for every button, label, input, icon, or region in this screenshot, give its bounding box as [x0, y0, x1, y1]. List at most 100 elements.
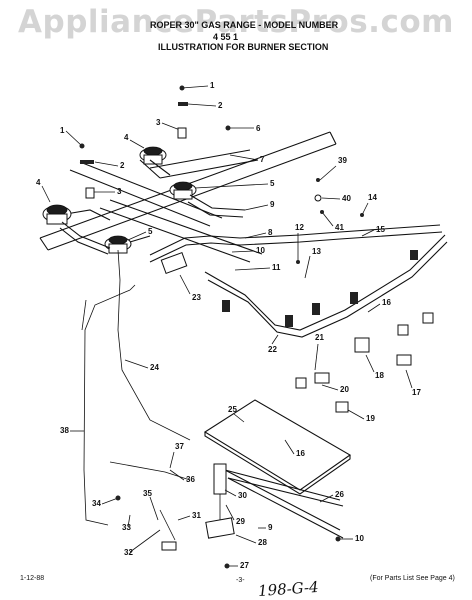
callout-6: 6 [230, 124, 261, 133]
callout-17: 17 [405, 369, 421, 397]
svg-text:20: 20 [340, 385, 349, 394]
svg-text:30: 30 [238, 491, 247, 500]
callout-5a: 5 [194, 179, 275, 189]
svg-text:16: 16 [382, 298, 391, 307]
svg-text:37: 37 [175, 442, 184, 451]
svg-text:4: 4 [36, 178, 41, 187]
svg-text:7: 7 [260, 155, 265, 164]
callout-36: 36 [169, 469, 195, 484]
svg-text:3: 3 [117, 187, 122, 196]
callout-39: 39 [319, 156, 347, 181]
svg-text:2: 2 [218, 101, 223, 110]
callouts: 1 2 3 4 5 6 7 9 1 2 3 4 5 8 10 11 12 13 … [36, 81, 421, 570]
callout-11: 11 [234, 263, 281, 272]
burner-heads [42, 146, 197, 254]
svg-text:3: 3 [156, 118, 161, 127]
svg-text:1: 1 [60, 126, 65, 135]
burner-head-left [42, 204, 72, 225]
svg-text:36: 36 [186, 475, 195, 484]
callout-14: 14 [361, 193, 377, 216]
callout-1a: 1 [181, 81, 215, 90]
callout-37: 37 [169, 442, 184, 469]
svg-text:9: 9 [270, 200, 275, 209]
callout-9a: 9 [244, 200, 275, 211]
callout-29: 29 [225, 504, 245, 526]
svg-text:39: 39 [338, 156, 347, 165]
svg-text:21: 21 [315, 333, 324, 342]
diagram-title: ROPER 30" GAS RANGE - MODEL NUMBER [150, 20, 339, 30]
callout-3b: 3 [92, 187, 122, 196]
svg-text:1: 1 [210, 81, 215, 90]
callout-41: 41 [321, 211, 344, 232]
svg-text:4: 4 [124, 133, 129, 142]
svg-text:27: 27 [240, 561, 249, 570]
svg-text:35: 35 [143, 489, 152, 498]
burner-tubes [59, 159, 246, 255]
callout-10b: 10 [340, 534, 364, 543]
svg-text:40: 40 [342, 194, 351, 203]
callout-16: 16 [367, 298, 391, 313]
svg-text:24: 24 [150, 363, 159, 372]
gas-valves [295, 312, 434, 413]
callout-35: 35 [143, 489, 159, 521]
svg-text:25: 25 [228, 405, 237, 414]
callout-33: 33 [122, 514, 131, 532]
callout-4b: 4 [36, 178, 51, 203]
callout-2b: 2 [94, 161, 125, 170]
svg-text:9: 9 [268, 523, 273, 532]
callout-5b: 5 [127, 227, 153, 241]
callout-30: 30 [224, 489, 247, 500]
svg-text:10: 10 [355, 534, 364, 543]
callout-12: 12 [295, 223, 304, 262]
callout-31: 31 [177, 511, 201, 521]
callout-8: 8 [244, 228, 273, 239]
callout-15: 15 [361, 225, 385, 237]
svg-text:38: 38 [60, 426, 69, 435]
callout-4a: 4 [124, 133, 145, 149]
svg-text:13: 13 [312, 247, 321, 256]
callout-26: 26 [319, 490, 344, 503]
svg-text:15: 15 [376, 225, 385, 234]
svg-text:2: 2 [120, 161, 125, 170]
callout-34: 34 [92, 497, 119, 508]
svg-text:19: 19 [366, 414, 375, 423]
svg-text:23: 23 [192, 293, 201, 302]
model-number: 4 55 1 [213, 32, 239, 42]
callout-10a: 10 [231, 246, 265, 255]
callout-19: 19 [347, 409, 375, 423]
callout-40: 40 [321, 194, 351, 203]
footer-parts-list-note: (For Parts List See Page 4) [370, 575, 455, 582]
callout-22: 22 [268, 334, 279, 354]
burner-head-rear-left [139, 146, 167, 165]
callout-2a: 2 [187, 101, 223, 110]
callout-24: 24 [124, 359, 159, 372]
svg-text:14: 14 [368, 193, 377, 202]
svg-text:17: 17 [412, 388, 421, 397]
oven-burner [203, 399, 352, 539]
burner-head-rear-right [169, 181, 197, 200]
callout-9b: 9 [258, 523, 273, 532]
hardware-parts [79, 85, 364, 569]
callout-16b: 16 [284, 439, 305, 458]
svg-text:33: 33 [122, 523, 131, 532]
svg-text:5: 5 [148, 227, 153, 236]
svg-text:10: 10 [256, 246, 265, 255]
callout-21: 21 [314, 333, 324, 371]
svg-text:41: 41 [335, 223, 344, 232]
burner-head-front [104, 235, 132, 254]
svg-text:8: 8 [268, 228, 273, 237]
footer-page-number: -3- [236, 577, 245, 584]
callout-23: 23 [179, 274, 201, 302]
gas-tubing [81, 249, 191, 551]
footer-date: 1-12-88 [20, 575, 45, 582]
svg-text:11: 11 [272, 263, 281, 272]
callout-27: 27 [228, 561, 249, 570]
svg-text:31: 31 [192, 511, 201, 520]
callout-25: 25 [228, 405, 245, 423]
callout-1b: 1 [60, 126, 83, 147]
svg-text:18: 18 [375, 371, 384, 380]
svg-text:12: 12 [295, 223, 304, 232]
diagram-subtitle: ILLUSTRATION FOR BURNER SECTION [158, 42, 329, 52]
svg-text:28: 28 [258, 538, 267, 547]
